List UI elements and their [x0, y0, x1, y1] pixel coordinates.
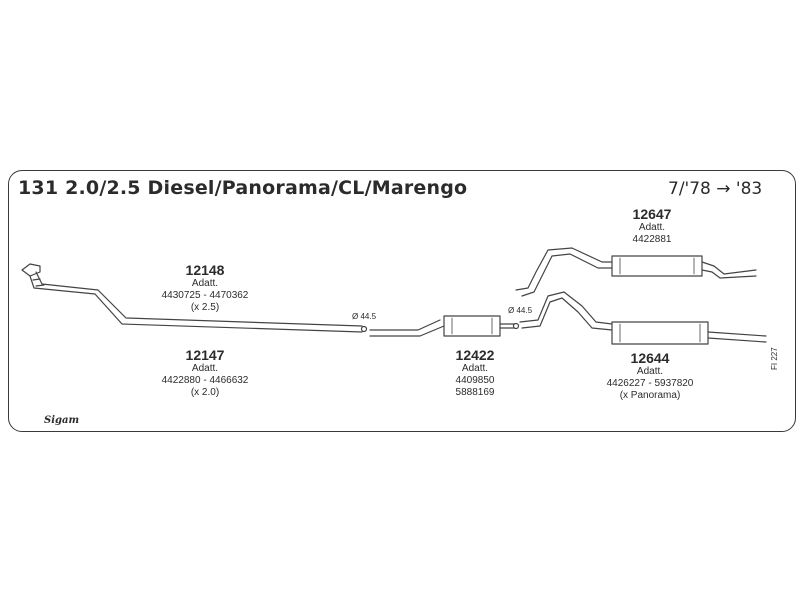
- part-line: Adatt.: [461, 363, 489, 374]
- middle-muffler: [443, 315, 501, 337]
- figure-reference: FI 227: [770, 347, 779, 370]
- part-line: (x 2.0): [190, 387, 220, 398]
- year-range: 7/'78 → '83: [668, 179, 763, 199]
- part-number: 12147: [185, 347, 225, 363]
- rear-pipe-upper-b: [521, 253, 613, 297]
- part-line: 4422880 - 4466632: [161, 375, 249, 386]
- rear-pipe-lower-a: [519, 291, 613, 325]
- part-label-12647: 12647 Adatt. 4422881: [612, 206, 692, 246]
- part-label-12148: 12148 Adatt. 4430725 - 4470362 (x 2.5): [150, 262, 260, 314]
- part-line: Adatt.: [191, 363, 219, 374]
- part-line: 4426227 - 5937820: [606, 378, 694, 389]
- part-label-12644: 12644 Adatt. 4426227 - 5937820 (x Panora…: [590, 350, 710, 402]
- part-number: 12647: [632, 206, 672, 222]
- front-pipe-upper: [29, 275, 363, 333]
- tailpipe-upper: [701, 261, 757, 279]
- diameter-label-front: Ø 44.5: [352, 312, 377, 321]
- part-label-12422: 12422 Adatt. 4409850 5888169: [430, 347, 520, 399]
- part-line: (x Panorama): [619, 390, 681, 401]
- brand-logo: Sigam: [44, 415, 80, 426]
- front-flange: [21, 263, 41, 277]
- part-number: 12422: [455, 347, 495, 363]
- diameter-label-rear: Ø 44.5: [508, 306, 533, 315]
- diagram-title: 131 2.0/2.5 Diesel/Panorama/CL/Marengo: [18, 177, 468, 199]
- part-line: Adatt.: [636, 366, 664, 377]
- rear-muffler-upper: [611, 255, 703, 277]
- part-line: 5888169: [455, 387, 495, 398]
- part-line: 4430725 - 4470362: [161, 290, 249, 301]
- middle-pipe-inlet-lower: [369, 319, 441, 331]
- middle-pipe-inlet-upper: [369, 325, 445, 337]
- rear-pipe-lower-b: [521, 297, 613, 331]
- tailpipe-lower: [707, 331, 767, 343]
- part-line: 4422881: [632, 234, 672, 245]
- rear-pipe-upper-a: [515, 247, 613, 291]
- rear-muffler-lower: [611, 321, 709, 345]
- part-line: (x 2.5): [190, 302, 220, 313]
- diagram-frame: [8, 170, 796, 432]
- part-line: 4409850: [455, 375, 495, 386]
- part-label-12147: 12147 Adatt. 4422880 - 4466632 (x 2.0): [150, 347, 260, 399]
- middle-pipe-outlet: [499, 323, 517, 329]
- part-number: 12644: [630, 350, 670, 366]
- part-line: Adatt.: [638, 222, 666, 233]
- part-number: 12148: [185, 262, 225, 278]
- part-line: Adatt.: [191, 278, 219, 289]
- front-pipe-lower: [35, 271, 363, 327]
